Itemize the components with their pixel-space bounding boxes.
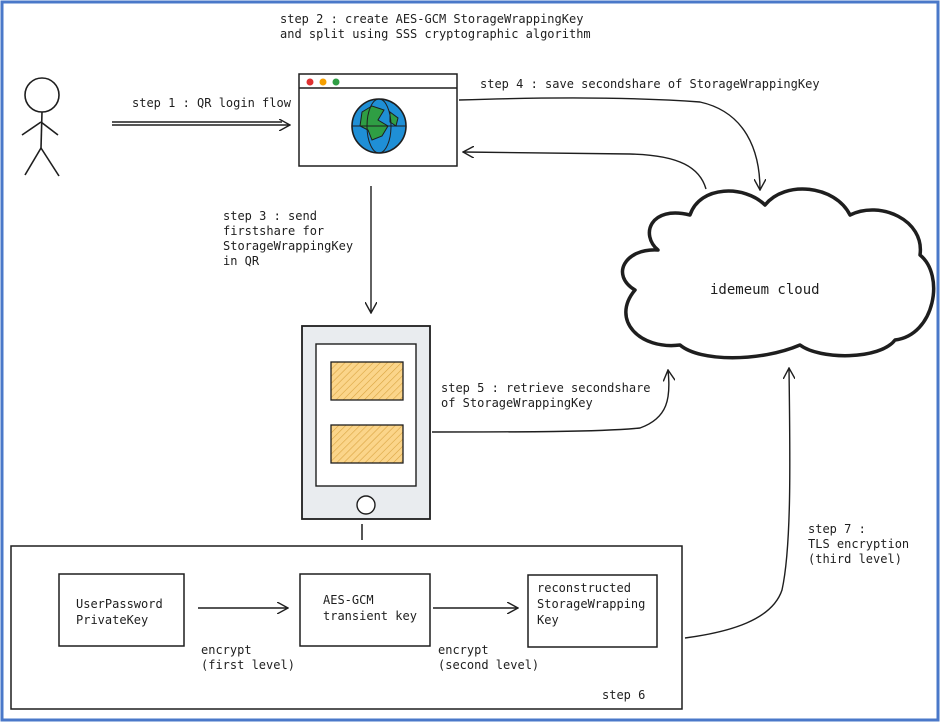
arrow-step4 [458, 97, 760, 190]
qr-code-bottom [330, 424, 404, 464]
window-close-dot [306, 78, 314, 86]
window-minimize-dot [319, 78, 327, 86]
step6-label: step 6 [602, 688, 646, 702]
window-maximize-dot [332, 78, 340, 86]
transient-key-box [299, 573, 431, 647]
cloud-icon [620, 187, 936, 360]
qr-code-top [330, 361, 404, 401]
reconstructed-key-label: reconstructed StorageWrapping Key [537, 581, 646, 627]
user-password-label: UserPassword PrivateKey [76, 597, 163, 627]
arrow-return [463, 152, 707, 190]
step4-label: step 4 : save secondshare of StorageWrap… [480, 77, 820, 91]
encrypt-second-label: encrypt (second level) [438, 643, 540, 672]
step3-label: step 3 : send firstshare for StorageWrap… [223, 209, 354, 268]
phone-icon [301, 325, 431, 520]
arrow-step5 [431, 370, 669, 433]
cloud-label: idemeum cloud [710, 282, 820, 298]
user-password-box [58, 573, 185, 647]
reconstructed-key-box [527, 574, 658, 648]
step2-label: step 2 : create AES-GCM StorageWrappingK… [280, 12, 591, 41]
transient-key-label: AES-GCM transient key [323, 593, 417, 623]
step7-label: step 7 : TLS encryption (third level) [808, 522, 910, 566]
encrypt-first-label: encrypt (first level) [201, 643, 295, 672]
step6-container [10, 545, 683, 710]
stick-figure-icon [21, 77, 60, 177]
step1-label: step 1 : QR login flow [132, 96, 291, 110]
arrow-step7 [684, 368, 790, 639]
globe-icon [351, 98, 407, 154]
step5-label: step 5 : retrieve secondshare of Storage… [441, 381, 651, 410]
